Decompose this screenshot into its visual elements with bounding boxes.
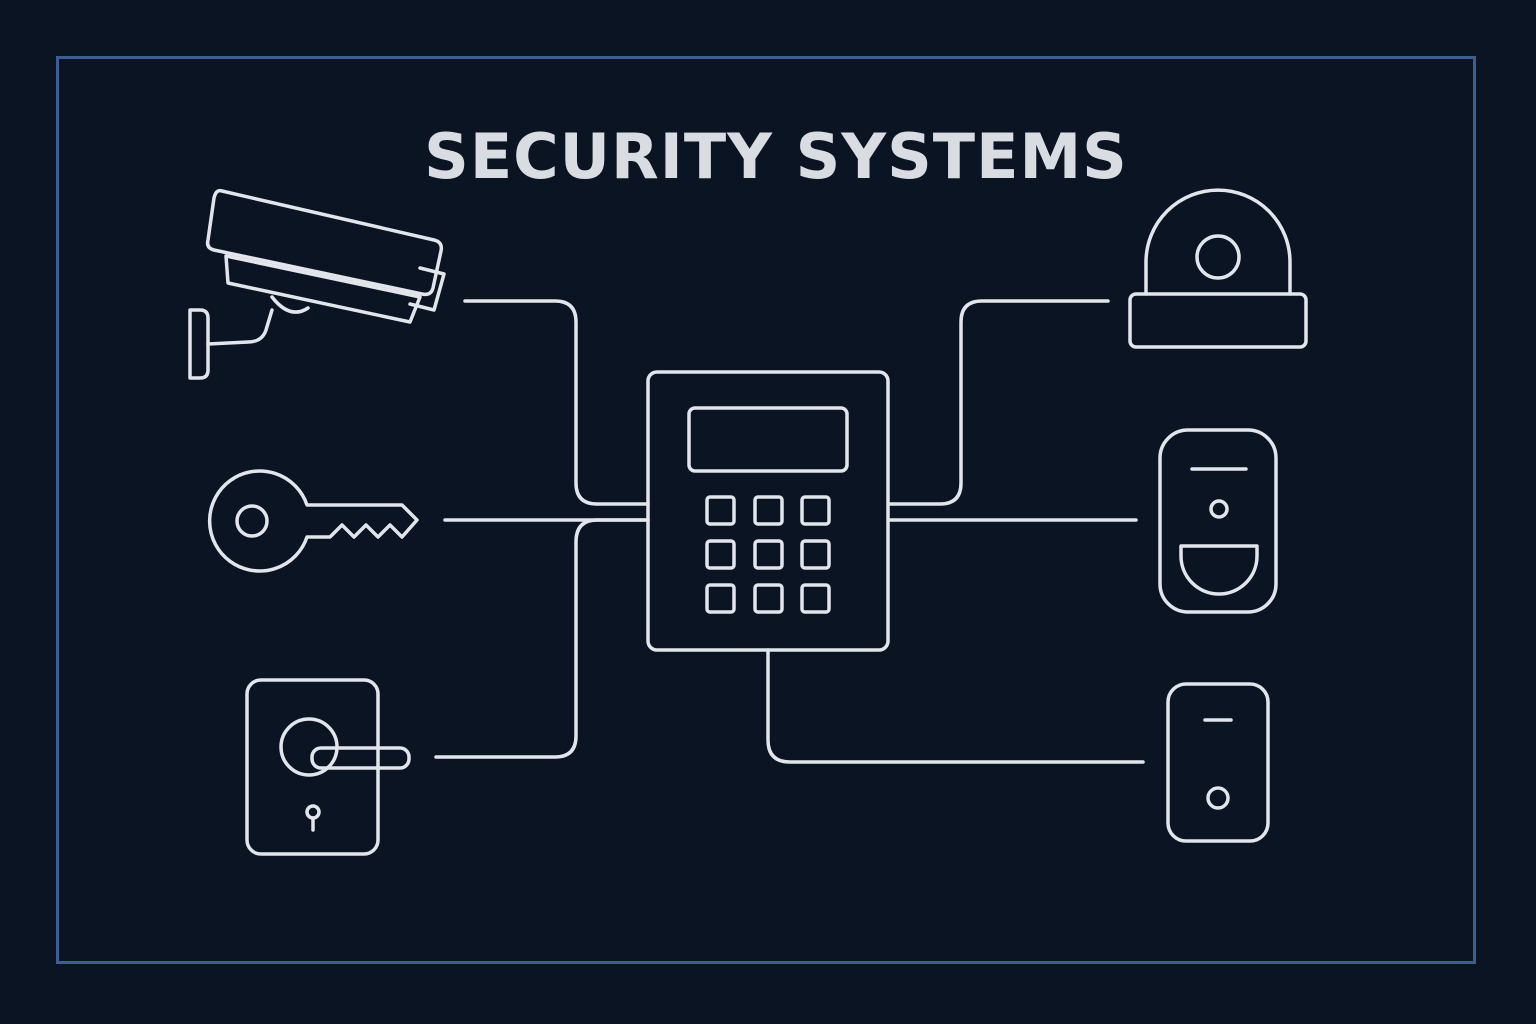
motion-sensor-icon: [1158, 428, 1278, 614]
connector-lock-keypad: [434, 518, 650, 759]
connectors: [434, 299, 1145, 764]
connector-dome-keypad: [887, 299, 1110, 506]
diagram-title: SECURITY SYSTEMS: [424, 120, 1128, 193]
dome-camera-icon: [1128, 188, 1308, 349]
alarm-keypad-icon: [646, 370, 890, 652]
diagram-frame: [56, 56, 1476, 964]
key-icon: [207, 469, 419, 573]
door-sensor-icon: [1166, 682, 1270, 843]
connector-door-sensor-keypad: [766, 648, 1145, 764]
door-lock-handle-icon: [245, 678, 411, 856]
security-camera-icon: [188, 188, 446, 380]
connector-camera-keypad: [463, 299, 650, 506]
